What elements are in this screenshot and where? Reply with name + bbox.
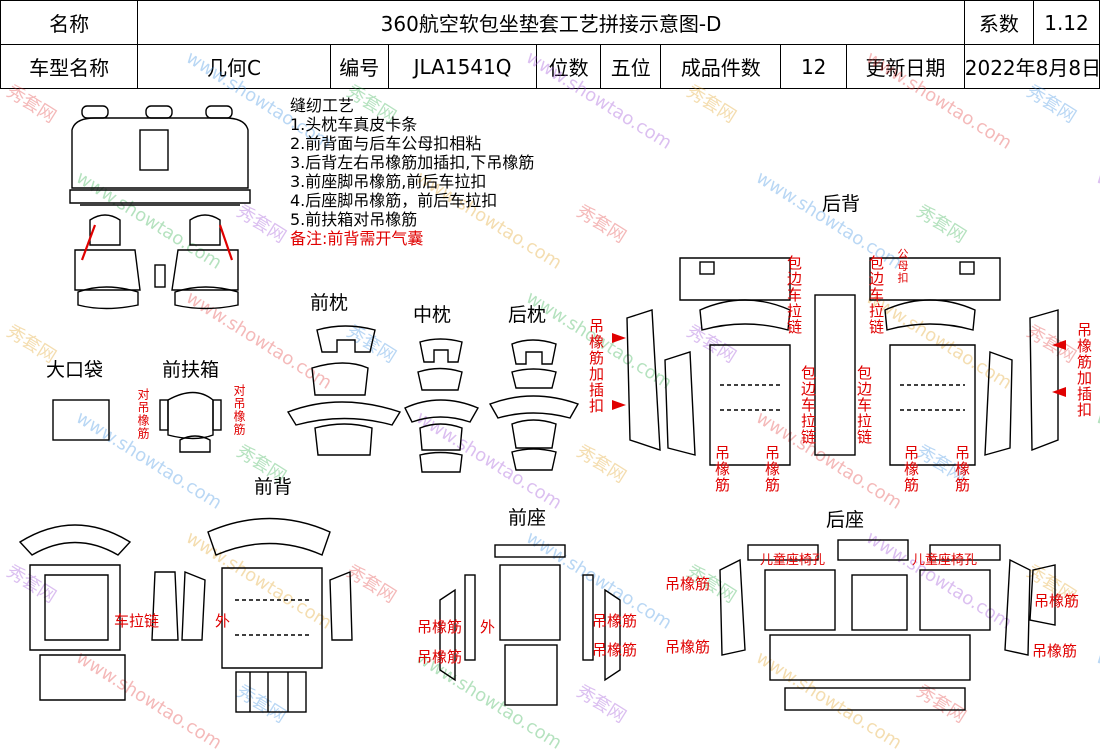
sheet-title: 360航空软包坐垫套工艺拼接示意图-D xyxy=(137,0,965,45)
pattern-drawing xyxy=(18,105,1066,713)
annotation-elastic: 吊橡筋 xyxy=(953,445,971,493)
annotation-elastic: 吊橡筋 xyxy=(763,445,781,493)
coef-label: 系数 xyxy=(963,0,1034,45)
annotation-elastic: 吊橡筋 xyxy=(665,638,711,656)
label-big-pocket: 大口袋 xyxy=(46,359,104,381)
annotation-elastic: 吊橡筋 xyxy=(902,445,920,493)
label-front-back: 前背 xyxy=(254,476,293,498)
label-front-headrest: 前枕 xyxy=(310,292,349,314)
label-rear-back: 后背 xyxy=(822,193,861,215)
annotation-elastic: 吊橡筋 xyxy=(417,648,463,666)
annotation-pair-elastic: 对吊橡筋 xyxy=(232,384,246,436)
code-label: 编号 xyxy=(329,44,389,89)
seats-label: 位数 xyxy=(536,44,601,89)
notes-item: 4.后座脚吊橡筋，前后车拉扣 xyxy=(290,191,498,210)
annotation-edge-zip: 包边车拉链 xyxy=(785,255,803,335)
label-rear-seat: 后座 xyxy=(826,509,865,531)
code-value: JLA1541Q xyxy=(387,44,538,89)
annotation-elastic-hook: 吊橡筋加插扣 xyxy=(587,318,605,414)
header-table: 名称 360航空软包坐垫套工艺拼接示意图-D 系数 1.12 车型名称 几何C … xyxy=(0,0,1100,89)
name-label: 名称 xyxy=(0,0,139,45)
notes-remark: 备注:前背需开气囊 xyxy=(290,229,424,248)
annotation-pair-elastic: 对吊橡筋 xyxy=(136,388,150,440)
notes-item: 5.前扶箱对吊橡筋 xyxy=(290,210,418,229)
annotation-edge-zip: 包边车拉链 xyxy=(855,365,873,445)
pieces-value: 12 xyxy=(780,44,848,89)
seat-overview-icon xyxy=(69,105,251,310)
notes-item: 3.后背左右吊橡筋加插扣,下吊橡筋 xyxy=(290,153,535,172)
annotation-small-snap: 公母扣 xyxy=(896,248,909,284)
date-label: 更新日期 xyxy=(846,44,965,89)
notes-item: 1.头枕车真皮卡条 xyxy=(290,115,418,134)
rear-back-piece xyxy=(612,257,1066,466)
annotation-elastic: 吊橡筋 xyxy=(713,445,731,493)
date-value: 2022年8月8日 xyxy=(963,44,1100,89)
annotation-elastic: 吊橡筋 xyxy=(1032,642,1078,660)
notes-title: 缝纫工艺 xyxy=(290,96,355,115)
annotation-elastic: 吊橡筋 xyxy=(1034,592,1080,610)
annotation-outer: 外 xyxy=(480,618,496,636)
rear-seat-piece xyxy=(719,539,1056,711)
annotation-elastic-hook: 吊橡筋加插扣 xyxy=(1075,322,1093,418)
front-seat-piece xyxy=(439,544,621,706)
front-back-piece xyxy=(18,517,353,713)
label-rear-headrest: 后枕 xyxy=(508,304,547,326)
label-front-seat: 前座 xyxy=(508,507,547,529)
model-label: 车型名称 xyxy=(0,44,139,89)
annotation-child-seat-hole: 儿童座椅孔 xyxy=(912,553,978,568)
label-mid-headrest: 中枕 xyxy=(413,304,452,326)
annotation-elastic: 吊橡筋 xyxy=(592,641,638,659)
seats-value: 五位 xyxy=(599,44,662,89)
annotation-child-seat-hole: 儿童座椅孔 xyxy=(760,553,826,568)
model-value: 几何C xyxy=(137,44,331,89)
label-front-armrest: 前扶箱 xyxy=(162,359,220,381)
front-armrest-piece xyxy=(159,391,222,453)
notes-item: 3.前座脚吊橡筋,前后车拉扣 xyxy=(290,172,487,191)
annotation-elastic: 吊橡筋 xyxy=(665,575,711,593)
mid-headrest-piece xyxy=(404,338,479,473)
annotation-edge-zip: 包边车拉链 xyxy=(867,255,885,335)
big-pocket-piece xyxy=(52,399,110,441)
annotation-elastic: 吊橡筋 xyxy=(592,612,638,630)
sewing-notes: 缝纫工艺 1.头枕车真皮卡条 2.前背面与后车公母扣相粘 3.后背左右吊橡筋加插… xyxy=(290,96,534,248)
front-headrest-piece xyxy=(286,325,402,456)
rear-headrest-piece xyxy=(488,339,580,471)
annotation-outer: 外 xyxy=(215,612,231,630)
pieces-label: 成品件数 xyxy=(660,44,782,89)
notes-item: 2.前背面与后车公母扣相粘 xyxy=(290,134,482,153)
annotation-edge-zip: 包边车拉链 xyxy=(799,365,817,445)
annotation-zip: 车拉链 xyxy=(114,612,160,630)
annotation-elastic: 吊橡筋 xyxy=(417,618,463,636)
